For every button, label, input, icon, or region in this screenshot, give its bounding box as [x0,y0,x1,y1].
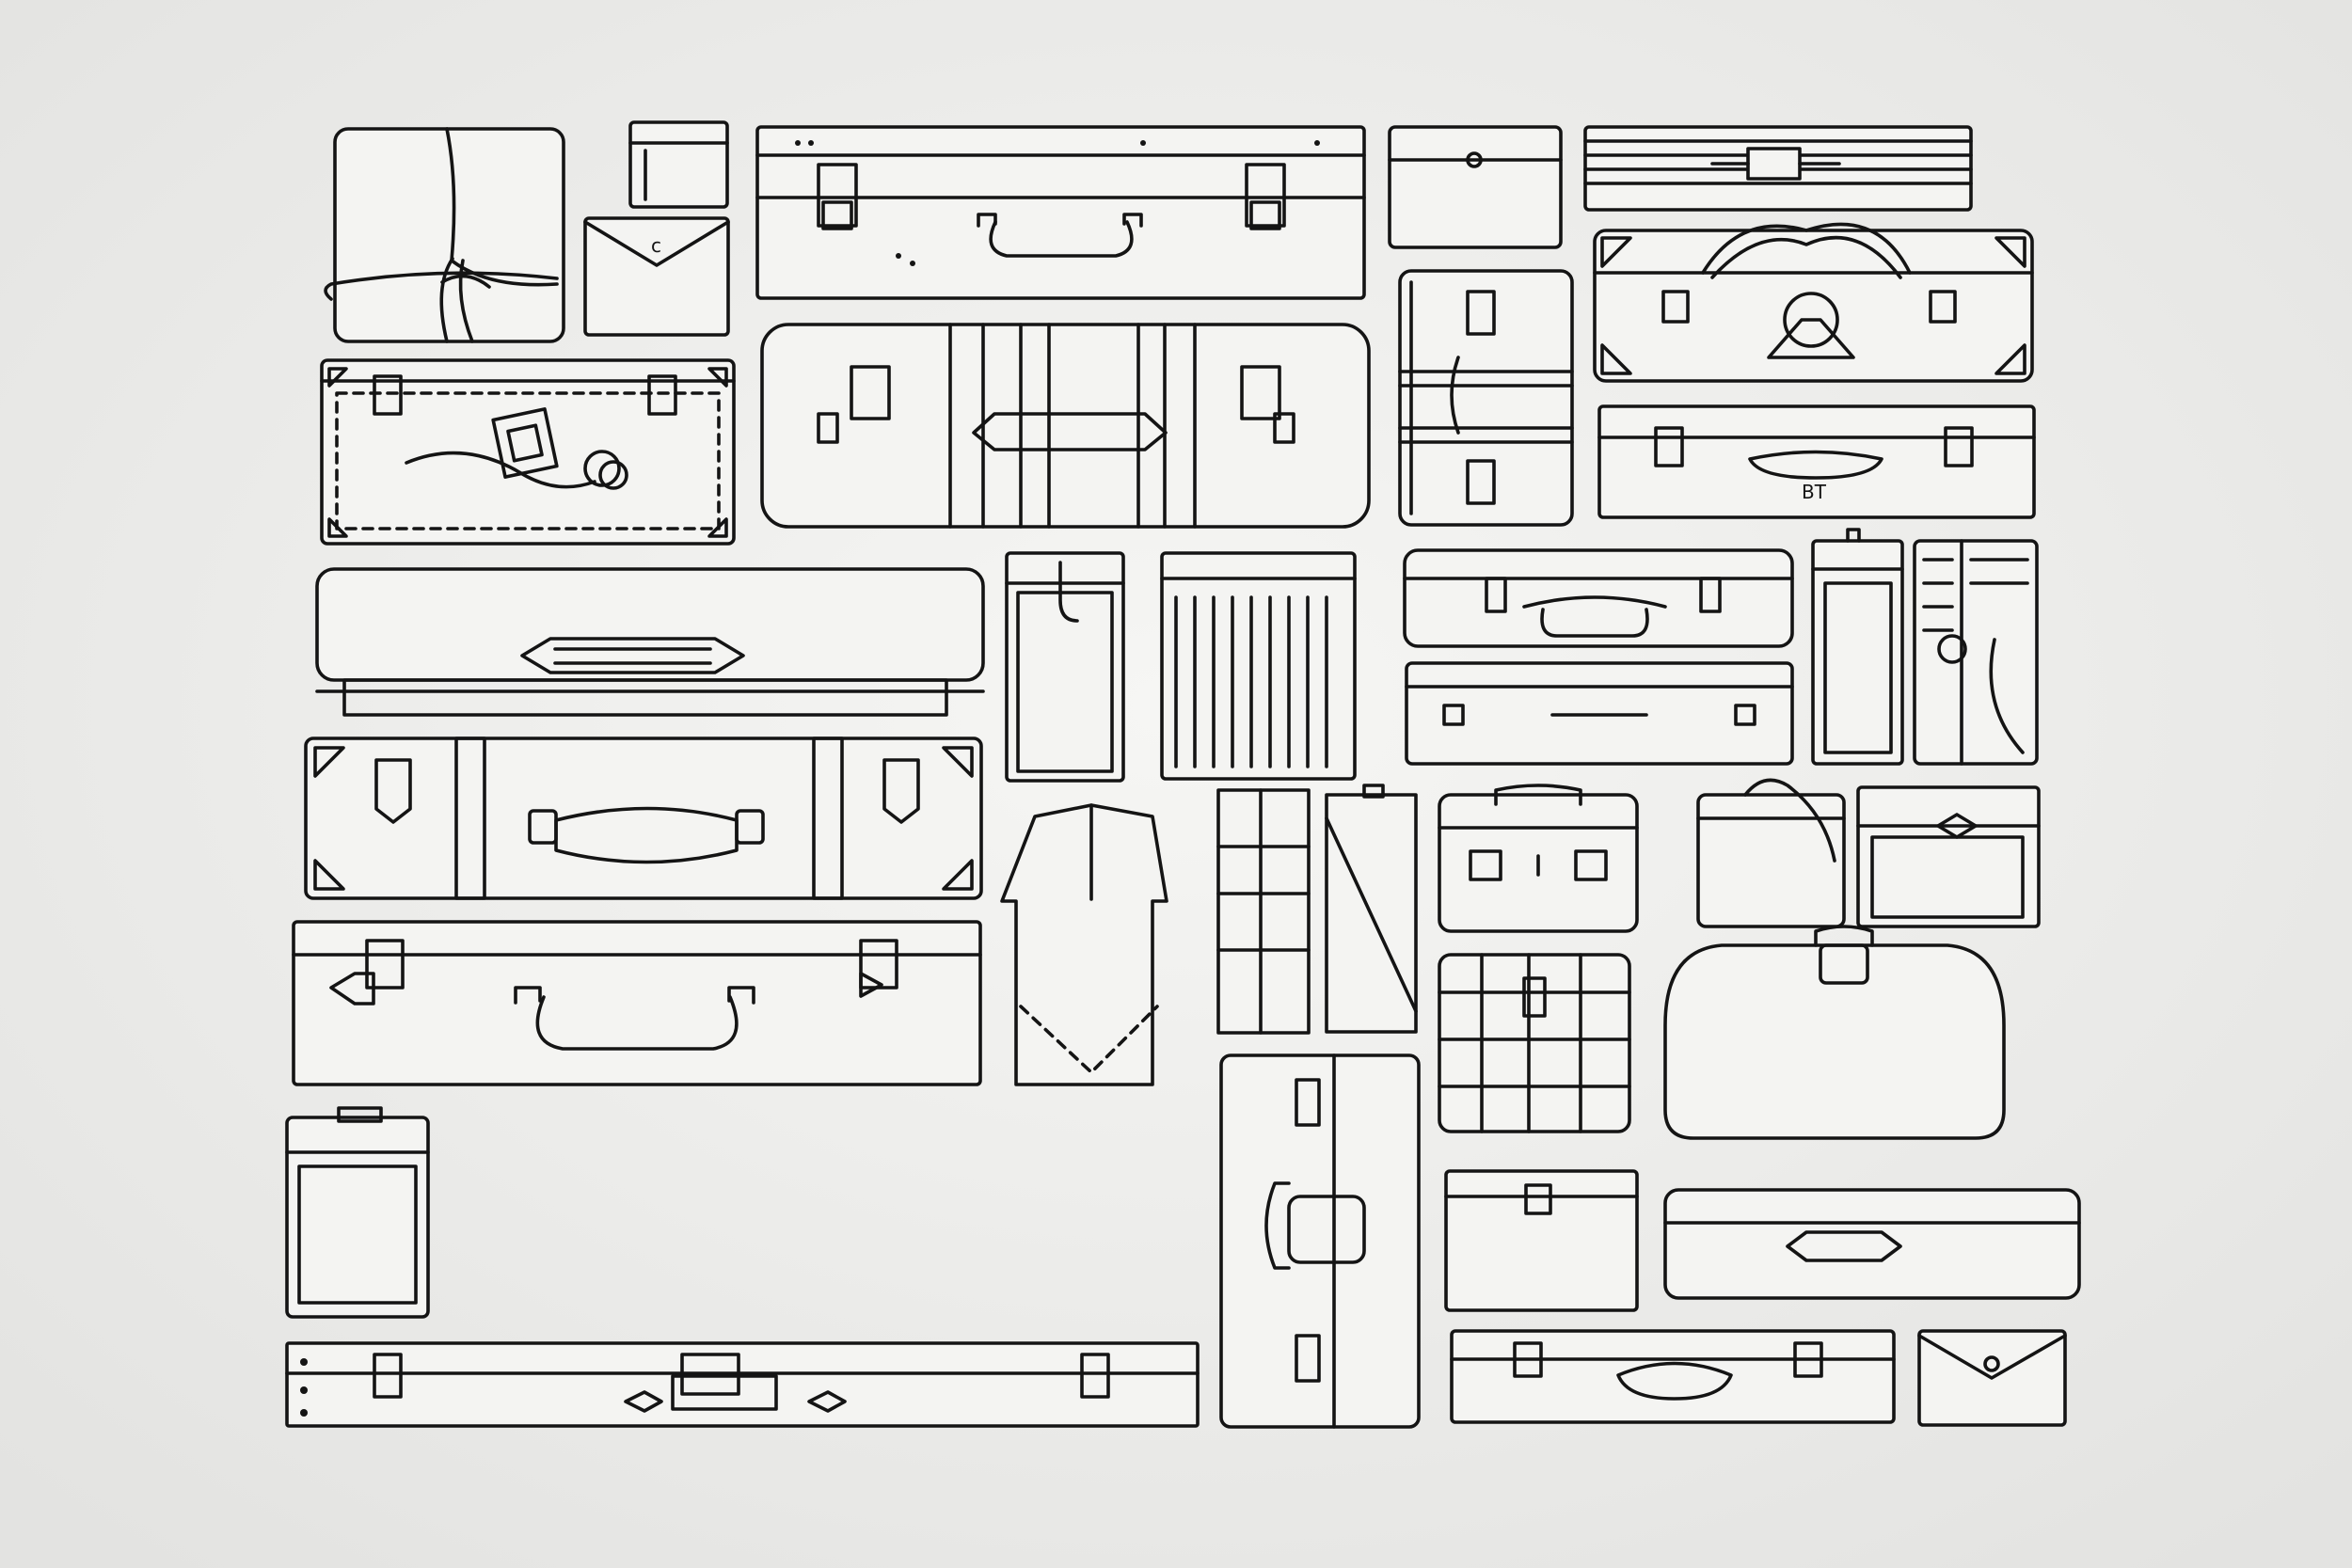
case-initials: BT [1802,481,1827,503]
envelope-letter: c [651,234,661,257]
flat-box-top-right [1583,125,1973,212]
suitcase-with-tag [320,358,736,546]
case-row3 [1403,548,1794,648]
flat-case-bottom [1450,1329,1896,1424]
flat-case-right [1663,1188,2081,1300]
striped-tall-bag [1913,539,2039,766]
tall-box-with-hook [1005,551,1125,783]
medium-briefcase [1438,784,1639,933]
long-case-1 [315,567,985,717]
tall-narrow-case [1811,528,1904,766]
small-cube-box [285,1106,430,1319]
suitcase-corner-caps [304,736,983,900]
doctor-bag [1593,222,2034,383]
wide-case-top [755,125,1366,300]
envelope-bottom-right [1917,1329,2067,1427]
tied-parcel [324,127,565,343]
lunchbox-with-strap [1696,778,1846,928]
tall-diagonal-box [1325,784,1418,1034]
striped-trunk [760,323,1371,529]
case-bt: BT [1597,404,2036,519]
plaid-crate [1438,953,1631,1133]
tall-striped-box [1160,551,1357,781]
upright-suitcase [1219,1053,1421,1429]
case-row4 [1405,661,1794,766]
small-box-lid [1388,125,1563,249]
tool-box [1444,1169,1639,1312]
hinged-box [1856,785,2041,928]
briefcase [292,920,982,1086]
folded-document [1000,803,1168,1086]
envelope-c: c [583,216,730,337]
tall-grid-box [1216,788,1311,1035]
round-bag [1663,925,2006,1140]
small-box [628,120,729,209]
tall-suitcase [1398,269,1574,527]
long-trunk [285,1341,1200,1428]
